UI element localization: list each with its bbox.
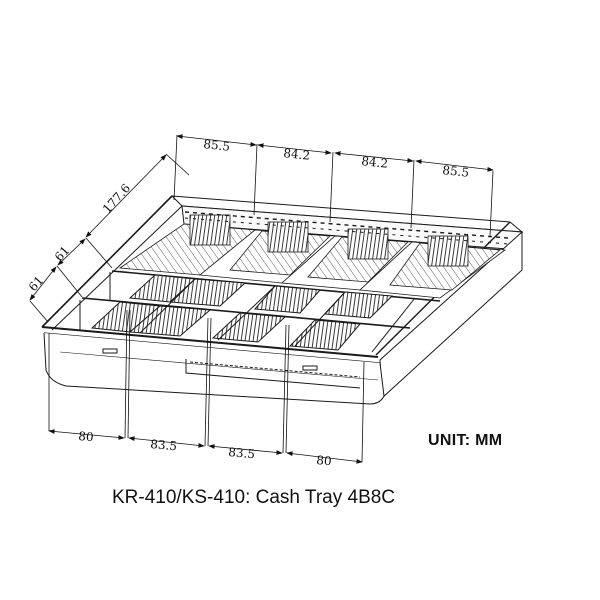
bill-compartments: [118, 211, 509, 299]
bottom-dim-3: 83.5: [228, 445, 256, 461]
top-dimension-lines: [173, 134, 494, 237]
side-dimension-lines: [29, 153, 190, 323]
top-dim-3: 84.2: [361, 154, 389, 171]
top-dim-4: 85.5: [442, 163, 470, 180]
top-dim-1: 85.5: [203, 137, 231, 154]
bottom-dim-4: 80: [316, 453, 332, 468]
top-dim-2: 84.2: [283, 146, 311, 163]
bottom-dim-1: 80: [78, 429, 94, 444]
coin-compartments: [79, 270, 441, 353]
side-dim-depth: 177.6: [100, 181, 133, 216]
side-dim-coin-row-2: 61: [52, 243, 73, 264]
side-dim-coin-row-1: 61: [26, 273, 47, 294]
diagram-title: KR-410/KS-410: Cash Tray 4B8C: [112, 487, 396, 508]
bottom-dim-2: 83.5: [150, 437, 178, 453]
unit-label: UNIT: MM: [428, 432, 503, 449]
bottom-dimension-lines: [48, 309, 365, 464]
